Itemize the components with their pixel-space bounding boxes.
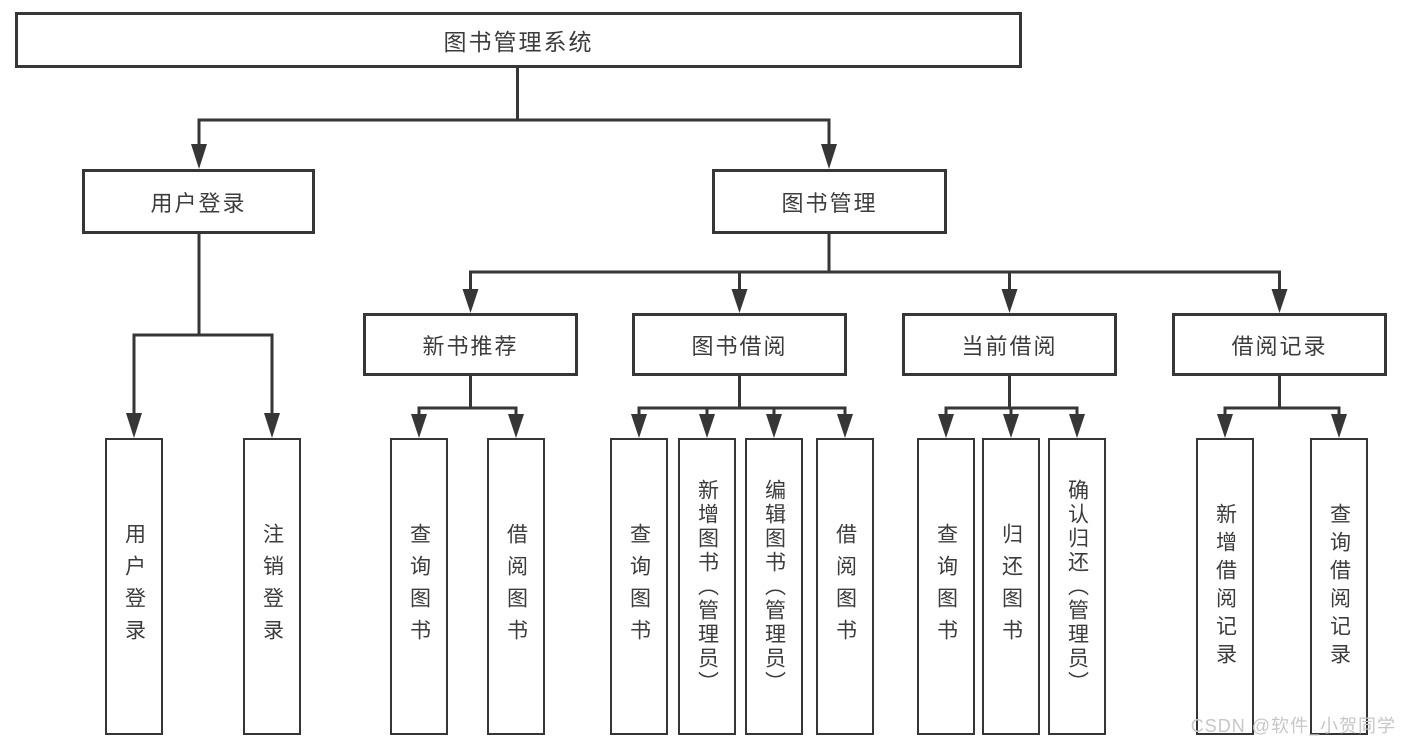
connector-new-book-recommendation-children xyxy=(411,375,524,438)
leaf-label: 查询图书 xyxy=(407,522,431,651)
leaf-label: 编辑图书（管理员） xyxy=(762,478,786,695)
node-label: 图书管理系统 xyxy=(443,29,594,55)
leaf-query-borrow-record: 查询借阅记录 xyxy=(1310,438,1368,735)
node-label: 用户登录 xyxy=(150,190,247,216)
connector-book-borrowing-children xyxy=(631,375,853,438)
leaf-user-login: 用户登录 xyxy=(105,438,163,735)
node-label: 图书管理 xyxy=(781,190,878,216)
leaf-label: 查询图书 xyxy=(934,522,958,651)
node-user-login: 用户登录 xyxy=(82,169,315,234)
leaf-label: 借阅图书 xyxy=(833,522,857,651)
leaf-return-books: 归还图书 xyxy=(982,438,1040,735)
leaf-borrow-books: 借阅图书 xyxy=(816,438,874,735)
leaf-label: 借阅图书 xyxy=(504,522,528,651)
leaf-confirm-return-admin: 确认归还（管理员） xyxy=(1048,438,1106,735)
node-label: 当前借阅 xyxy=(961,333,1058,359)
connector-current-borrowing-children xyxy=(938,375,1085,438)
leaf-add-borrow-record: 新增借阅记录 xyxy=(1196,438,1254,735)
node-library-management-system: 图书管理系统 xyxy=(15,12,1022,68)
node-current-borrowing: 当前借阅 xyxy=(902,313,1117,376)
leaf-logout: 注销登录 xyxy=(243,438,301,735)
csdn-watermark: CSDN @软件_小贺同学 xyxy=(1190,716,1396,736)
leaf-label: 注销登录 xyxy=(260,522,284,651)
node-label: 图书借阅 xyxy=(691,333,788,359)
leaf-label: 归还图书 xyxy=(999,522,1023,651)
leaf-add-books-admin: 新增图书（管理员） xyxy=(678,438,736,735)
leaf-borrow-books-recommend: 借阅图书 xyxy=(487,438,545,735)
leaf-label: 查询图书 xyxy=(627,522,651,651)
leaf-query-books-current: 查询图书 xyxy=(917,438,975,735)
leaf-label: 新增借阅记录 xyxy=(1213,502,1237,671)
node-book-borrowing: 图书借阅 xyxy=(632,313,847,376)
leaf-edit-books-admin: 编辑图书（管理员） xyxy=(745,438,803,735)
leaf-label: 新增图书（管理员） xyxy=(695,478,719,695)
connector-user-login-children xyxy=(126,233,280,438)
leaf-query-books-borrow: 查询图书 xyxy=(610,438,668,735)
leaf-label: 用户登录 xyxy=(122,522,146,651)
leaf-label: 查询借阅记录 xyxy=(1327,502,1351,671)
connector-root-children xyxy=(191,68,837,169)
node-label: 借阅记录 xyxy=(1231,333,1328,359)
node-book-management: 图书管理 xyxy=(712,169,947,234)
node-label: 新书推荐 xyxy=(422,333,519,359)
connector-book-management-children xyxy=(462,233,1288,313)
leaf-label: 确认归还（管理员） xyxy=(1065,478,1089,695)
leaf-query-books-recommend: 查询图书 xyxy=(390,438,448,735)
node-borrowing-records: 借阅记录 xyxy=(1172,313,1387,376)
connector-borrowing-records-children xyxy=(1217,375,1347,438)
node-new-book-recommendation: 新书推荐 xyxy=(363,313,578,376)
